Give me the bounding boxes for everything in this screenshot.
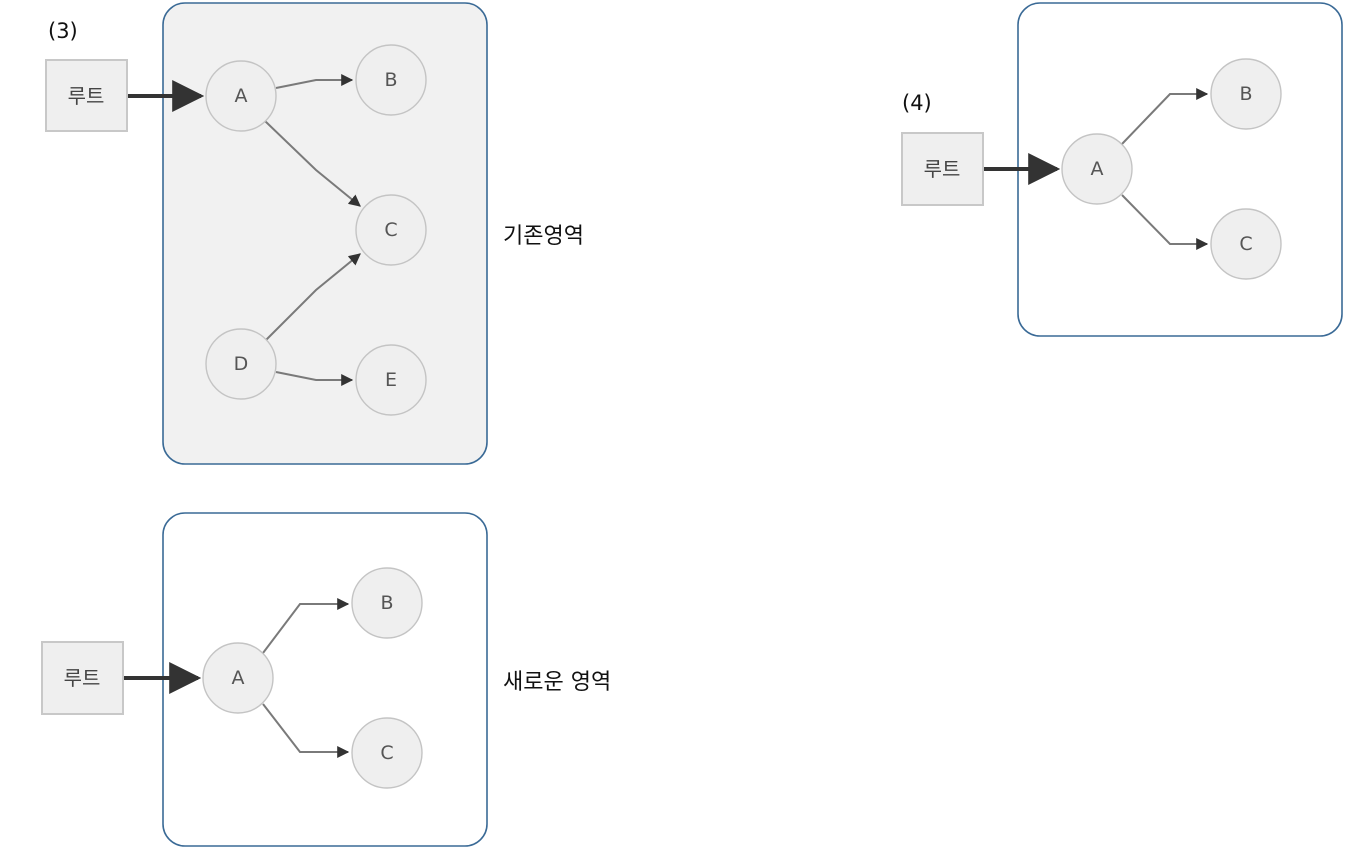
root-box xyxy=(901,132,984,206)
node-label: A xyxy=(235,85,248,107)
node-c: C xyxy=(355,194,427,266)
panel3-label: (3) xyxy=(48,19,78,43)
node-c: C xyxy=(1210,208,1282,280)
node-label: C xyxy=(1239,233,1252,255)
root-label: 루트 xyxy=(68,84,105,108)
node-label: C xyxy=(380,742,393,764)
root-label: 루트 xyxy=(924,157,961,181)
node-label: B xyxy=(384,69,397,91)
node-e: E xyxy=(355,344,427,416)
root-box xyxy=(45,59,128,132)
node-label: C xyxy=(384,219,397,241)
edge-a-c xyxy=(1121,194,1209,250)
old-root: 루트 xyxy=(45,59,128,132)
node-label: A xyxy=(232,667,245,689)
node-d: D xyxy=(205,328,277,400)
node-a: A xyxy=(205,60,277,132)
edge-a-c xyxy=(264,120,361,207)
node-label: B xyxy=(1239,83,1252,105)
node-label: E xyxy=(385,369,397,391)
panel4-label: (4) xyxy=(902,91,932,115)
panel4-root: 루트 xyxy=(901,132,984,206)
node-a: A xyxy=(1061,133,1133,205)
node-b: B xyxy=(355,44,427,116)
node-label: B xyxy=(380,592,393,614)
new-region-caption: 새로운 영역 xyxy=(503,670,611,695)
edge-a-b xyxy=(1121,88,1209,145)
node-b: B xyxy=(1210,58,1282,130)
node-a: A xyxy=(202,642,274,714)
edge-a-c xyxy=(262,703,350,758)
edge-d-e xyxy=(275,371,354,386)
node-label: D xyxy=(234,353,249,375)
edge-a-b xyxy=(262,598,350,654)
edge-d-c xyxy=(265,253,361,341)
old-region-box xyxy=(162,2,488,465)
edge-a-b xyxy=(275,74,354,89)
root-box xyxy=(41,641,124,715)
node-c: C xyxy=(351,717,423,789)
root-label: 루트 xyxy=(64,666,101,690)
old-region-caption: 기존영역 xyxy=(503,224,584,249)
node-label: A xyxy=(1091,158,1104,180)
node-b: B xyxy=(351,567,423,639)
new-root: 루트 xyxy=(41,641,124,715)
